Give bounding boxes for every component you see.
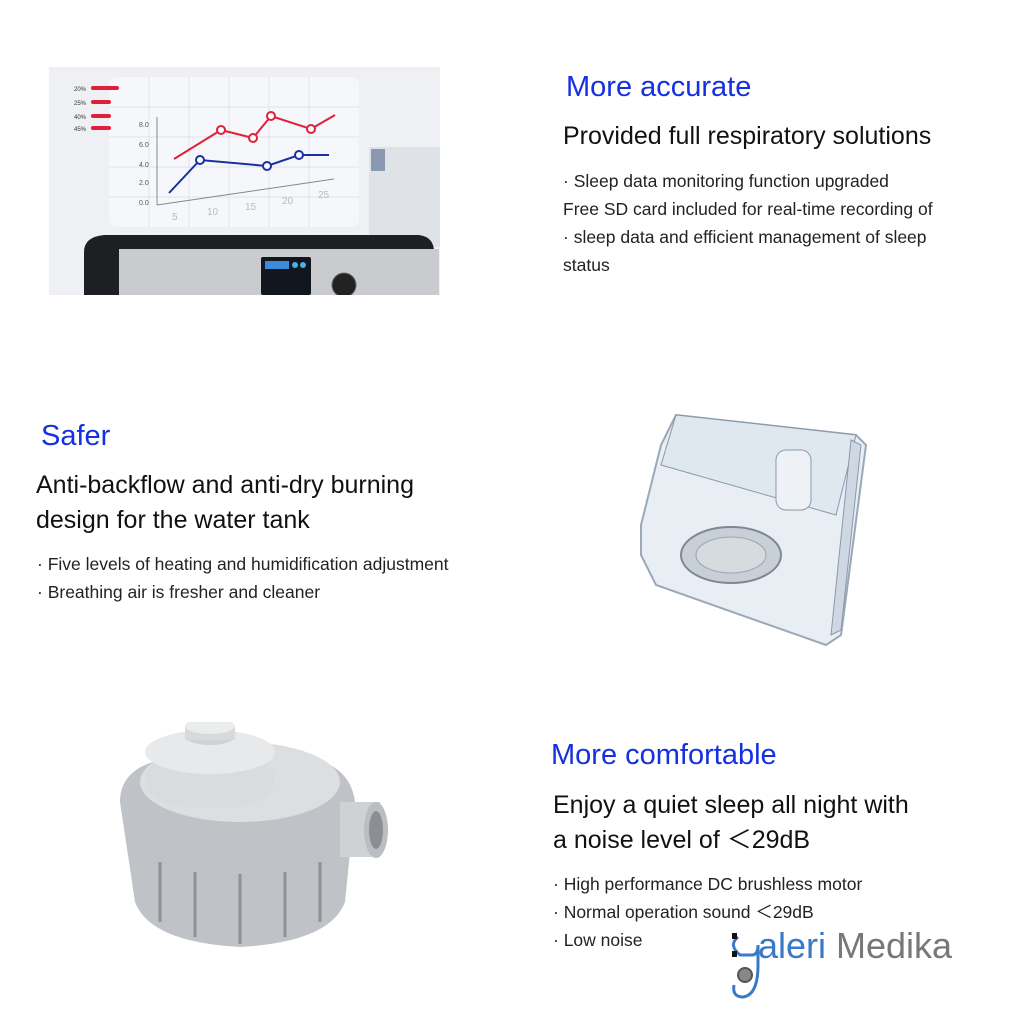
bullet-item: · Sleep data monitoring function upgrade… [563,171,889,191]
x-tick: 25 [318,190,330,201]
water-tank-image [636,405,872,650]
subheading-line: a noise level of ＜29dB [553,826,811,854]
bullet-item: status [563,255,610,275]
subheading-line: design for the water tank [36,506,310,534]
bullet-item: · Breathing air is fresher and cleaner [37,582,321,602]
stethoscope-icon [732,933,760,999]
y-tick: 2.0 [139,180,149,187]
y-tick: 4.0 [139,162,149,169]
bullet-item: · Normal operation sound ＜29dB [553,902,814,922]
subheading-noise: Enjoy a quiet sleep all night with a noi… [553,788,909,858]
heading-more-accurate: More accurate [566,71,752,103]
subheading-line: Anti-backflow and anti-dry burning [36,471,414,499]
blower-motor-image [100,718,390,952]
bullet-item: · High performance DC brushless motor [553,874,863,894]
subheading-line: Enjoy a quiet sleep all night with [553,791,909,819]
heading-more-comfortable: More comfortable [551,739,777,771]
y-tick: 8.0 [139,122,149,129]
x-tick: 10 [207,207,219,218]
watermark-text-aleri: aleri [758,925,827,966]
bullet-item: Free SD card included for real-time reco… [563,199,933,219]
device-chart-image: 20% 25% 40% 45% 8.0 6.0 4.0 2.0 0.0 5 10… [49,67,440,295]
percent-label: 25% [74,101,87,107]
bullet-list-comfortable: · High performance DC brushless motor · … [553,870,862,954]
background-block [371,149,385,171]
bullet-list-safer: · Five levels of heating and humidificat… [37,550,448,606]
bullet-item: · Low noise [553,930,643,950]
y-tick: 0.0 [139,200,149,207]
percent-label: 45% [74,127,87,133]
subheading-respiratory: Provided full respiratory solutions [563,122,932,150]
heading-safer: Safer [41,420,111,452]
subheading-water-tank: Anti-backflow and anti-dry burning desig… [36,468,414,538]
watermark-text-medika: Medika [836,925,953,966]
bullet-list-accurate: · Sleep data monitoring function upgrade… [563,167,933,279]
galeri-medika-watermark: aleri Medika [728,925,988,1005]
percent-label: 20% [74,87,87,93]
y-tick: 6.0 [139,142,149,149]
x-tick: 5 [172,212,178,223]
bullet-item: · Five levels of heating and humidificat… [37,554,449,574]
percent-label: 40% [74,115,87,121]
x-tick: 20 [282,196,294,207]
bullet-item: · sleep data and efficient management of… [563,227,927,247]
x-tick: 15 [245,202,257,213]
